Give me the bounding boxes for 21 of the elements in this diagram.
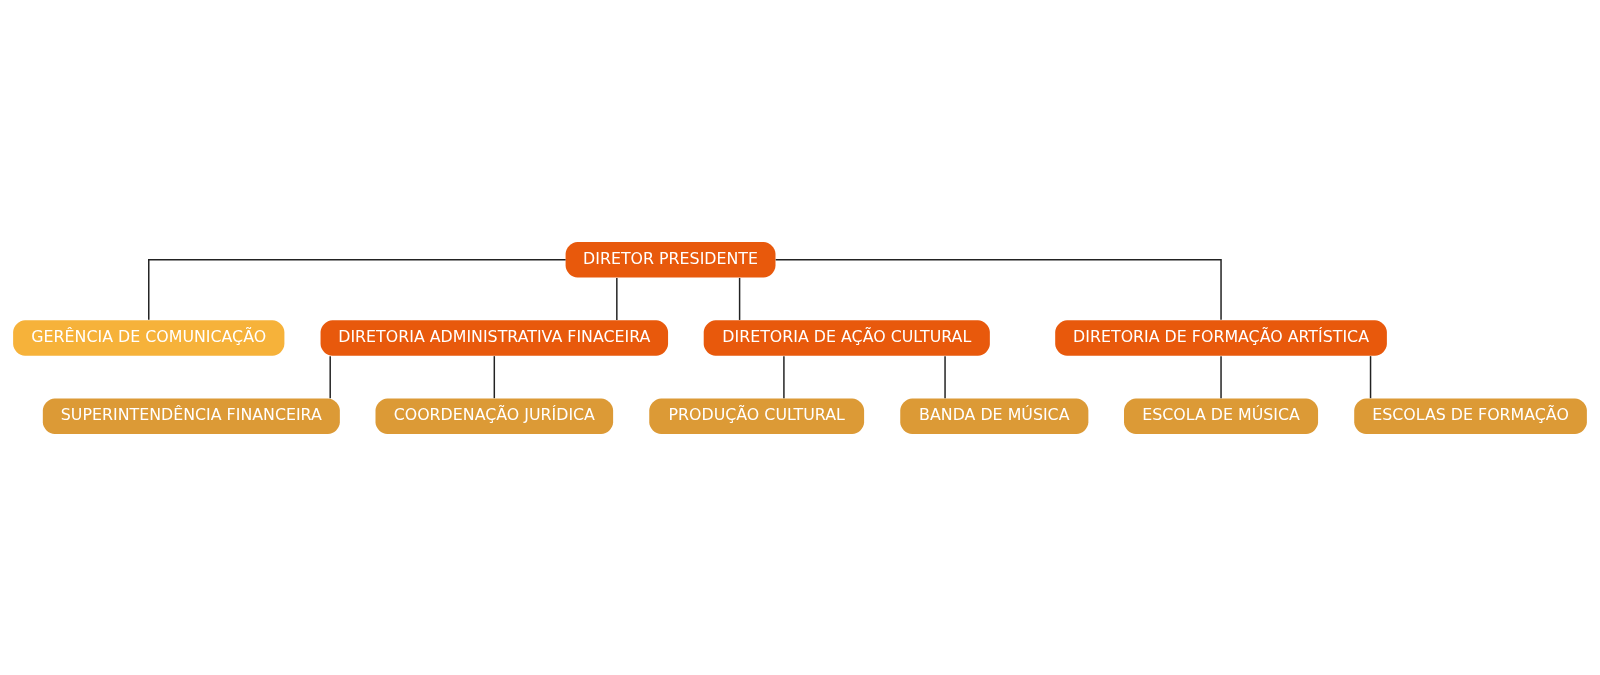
node-box: COORDENAÇÃO JURÍDICA	[375, 397, 614, 434]
node-box: PRODUÇÃO CULTURAL	[649, 397, 865, 434]
connector	[774, 258, 1222, 321]
node-box: DIRETORIA DE FORMAÇÃO ARTÍSTICA	[1055, 319, 1387, 356]
connector	[1220, 354, 1222, 399]
connector	[783, 354, 785, 399]
node-box: DIRETORIA ADMINISTRATIVA FINACEIRA	[320, 319, 669, 356]
connector	[148, 258, 567, 321]
node-box: ESCOLA DE MÚSICA	[1124, 397, 1319, 434]
connector	[738, 276, 741, 321]
connector	[493, 354, 496, 399]
connector	[944, 354, 946, 399]
node-box: BANDA DE MÚSICA	[900, 397, 1089, 434]
connector	[329, 354, 331, 399]
node-box: DIRETORIA DE AÇÃO CULTURAL	[703, 319, 990, 356]
node-box: DIRETOR PRESIDENTE	[565, 241, 776, 278]
connector	[1369, 354, 1372, 399]
node-box: ESCOLAS DE FORMAÇÃO	[1354, 397, 1587, 434]
node-box: GERÊNCIA DE COMUNICAÇÃO	[13, 319, 285, 356]
connector	[616, 276, 618, 321]
node-box: SUPERINTENDÊNCIA FINANCEIRA	[42, 397, 340, 434]
